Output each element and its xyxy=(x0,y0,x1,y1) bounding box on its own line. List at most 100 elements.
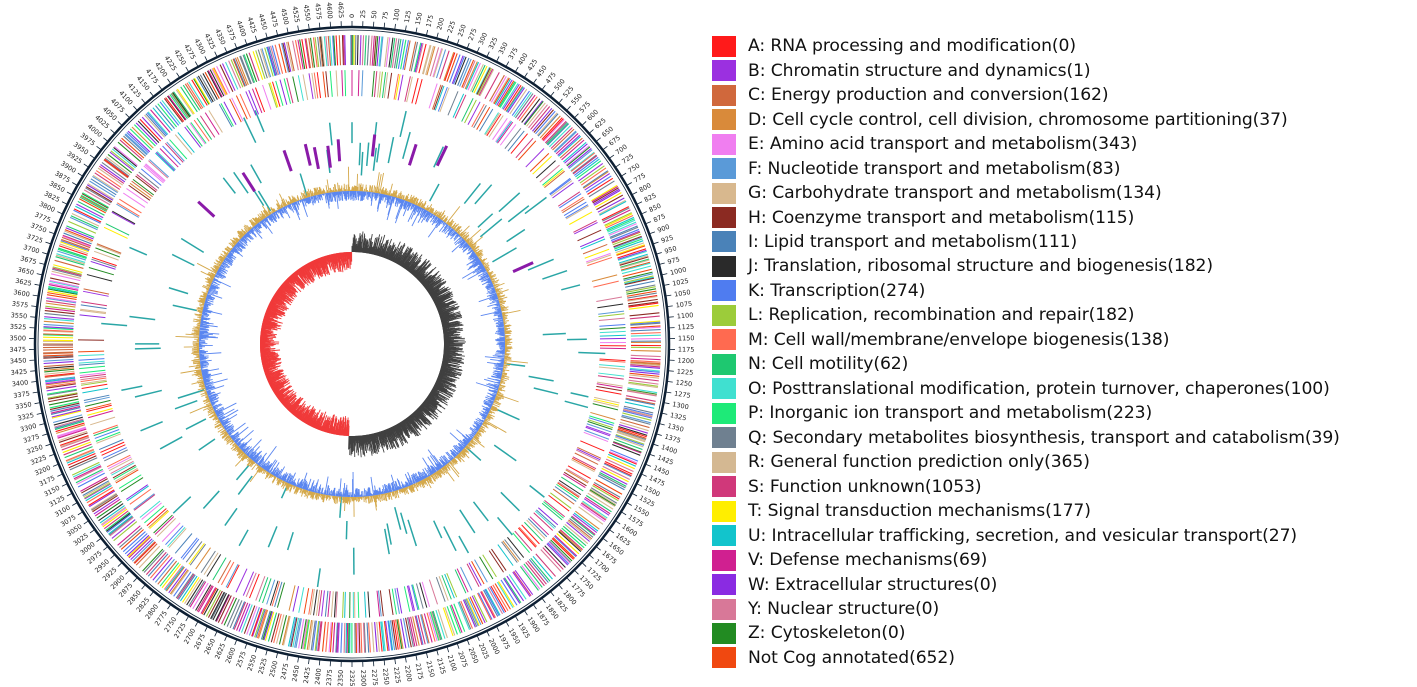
cog-gene-mark xyxy=(617,429,647,441)
cog-gene-mark xyxy=(48,284,79,291)
gc-content-trough xyxy=(385,484,389,493)
cog-gene-mark xyxy=(79,365,106,370)
gc-content-trough xyxy=(460,240,466,246)
gc-content-peak xyxy=(491,405,498,410)
gc-content-trough xyxy=(232,247,240,254)
gc-content-peak xyxy=(219,422,222,424)
gc-content-peak xyxy=(467,239,474,245)
gc-content-trough xyxy=(199,329,210,331)
tick-label: 1000 xyxy=(669,265,687,276)
cog-gene-mark xyxy=(65,227,94,240)
gc-content-peak xyxy=(462,449,467,453)
cog-gene-mark xyxy=(518,526,538,547)
cog-gene-mark xyxy=(123,135,147,157)
gc-content-peak xyxy=(196,262,217,274)
gc-content-peak xyxy=(371,185,374,193)
cog-gene-mark xyxy=(361,70,364,97)
gc-content-peak xyxy=(208,283,212,285)
gc-content-trough xyxy=(216,411,224,416)
cog-gene-mark xyxy=(475,67,490,95)
tick-label: 2550 xyxy=(246,654,259,672)
gc-content-peak xyxy=(397,192,400,199)
gc-content-peak xyxy=(415,482,418,488)
gc-content-trough xyxy=(209,395,219,400)
cog-gene-mark xyxy=(98,165,125,184)
gc-content-trough xyxy=(315,488,318,493)
gc-content-trough xyxy=(252,450,263,462)
gc-content-trough xyxy=(283,206,291,219)
cog-gene-mark xyxy=(118,474,142,489)
gc-content-trough xyxy=(433,466,437,472)
cog-gene-mark xyxy=(428,83,438,109)
gc-content-trough xyxy=(313,195,317,203)
gc-content-trough xyxy=(407,202,410,208)
gc-content-peak xyxy=(218,256,225,261)
gc-content-peak xyxy=(209,284,211,286)
tick-mark xyxy=(224,47,227,52)
gc-content-trough xyxy=(203,380,211,383)
gc-content-trough xyxy=(203,306,210,309)
cog-gene-mark xyxy=(599,334,626,337)
gc-content-trough xyxy=(326,485,330,496)
gc-content-peak xyxy=(379,172,385,194)
gc-content-trough xyxy=(331,491,334,496)
gc-content-trough xyxy=(247,455,250,457)
gc-content-trough xyxy=(234,245,242,253)
gc-content-peak xyxy=(466,238,473,244)
gc-content-trough xyxy=(200,361,207,364)
gc-content-trough xyxy=(387,196,394,215)
gc-content-peak xyxy=(467,242,470,244)
gc-content-trough xyxy=(272,472,275,475)
cog-gene-mark xyxy=(304,38,311,69)
gc-content-peak xyxy=(476,431,481,436)
tick-mark xyxy=(110,554,115,559)
cog-gene-mark xyxy=(271,45,281,75)
gc-content-peak xyxy=(492,403,500,408)
cog-gene-mark xyxy=(256,609,268,639)
cog-gene-mark xyxy=(64,229,94,242)
cog-gene-mark xyxy=(289,617,297,647)
gc-content-peak xyxy=(402,196,405,200)
cog-gene-mark xyxy=(523,563,543,588)
cog-gene-mark xyxy=(571,459,595,473)
gc-content-peak xyxy=(197,377,203,380)
cog-gene-mark xyxy=(543,119,565,142)
cog-gene-mark xyxy=(629,367,660,372)
gc-content-trough xyxy=(468,247,471,250)
gc-content-peak xyxy=(400,195,404,200)
tick-mark xyxy=(36,412,42,415)
gc-content-peak xyxy=(445,464,451,471)
cog-gene-mark xyxy=(79,314,106,319)
gc-content-peak xyxy=(443,217,447,222)
gc-content-peak xyxy=(483,263,489,268)
gc-content-peak xyxy=(439,469,444,475)
gc-content-trough xyxy=(200,318,208,321)
cog-gene-mark xyxy=(613,441,642,453)
cog-gene-mark xyxy=(541,502,563,521)
gc-content-trough xyxy=(467,248,472,252)
cog-gene-mark xyxy=(384,37,389,67)
cog-gene-mark xyxy=(517,527,537,548)
cog-gene-mark xyxy=(471,561,485,585)
gc-content-trough xyxy=(450,232,458,240)
cog-gene-mark xyxy=(188,81,205,108)
tick-mark xyxy=(83,520,89,525)
gc-content-peak xyxy=(210,272,216,276)
cog-gene-mark xyxy=(457,601,471,630)
gc-content-trough xyxy=(412,204,417,212)
gc-content-peak xyxy=(479,427,485,431)
gc-content-peak xyxy=(434,472,437,475)
gc-content-peak xyxy=(497,295,501,298)
gc-content-peak xyxy=(481,260,485,263)
cog-gene-mark xyxy=(630,364,661,368)
gc-content-trough xyxy=(497,374,502,377)
rrna-mark xyxy=(479,218,503,238)
gc-content-peak xyxy=(281,201,285,207)
gc-content-trough xyxy=(303,480,308,490)
gc-content-trough xyxy=(493,311,502,314)
cog-gene-mark xyxy=(460,566,473,591)
cog-gene-mark xyxy=(193,78,210,105)
cog-gene-mark xyxy=(80,304,107,310)
gc-content-peak xyxy=(402,488,405,493)
cog-gene-mark xyxy=(530,106,551,130)
